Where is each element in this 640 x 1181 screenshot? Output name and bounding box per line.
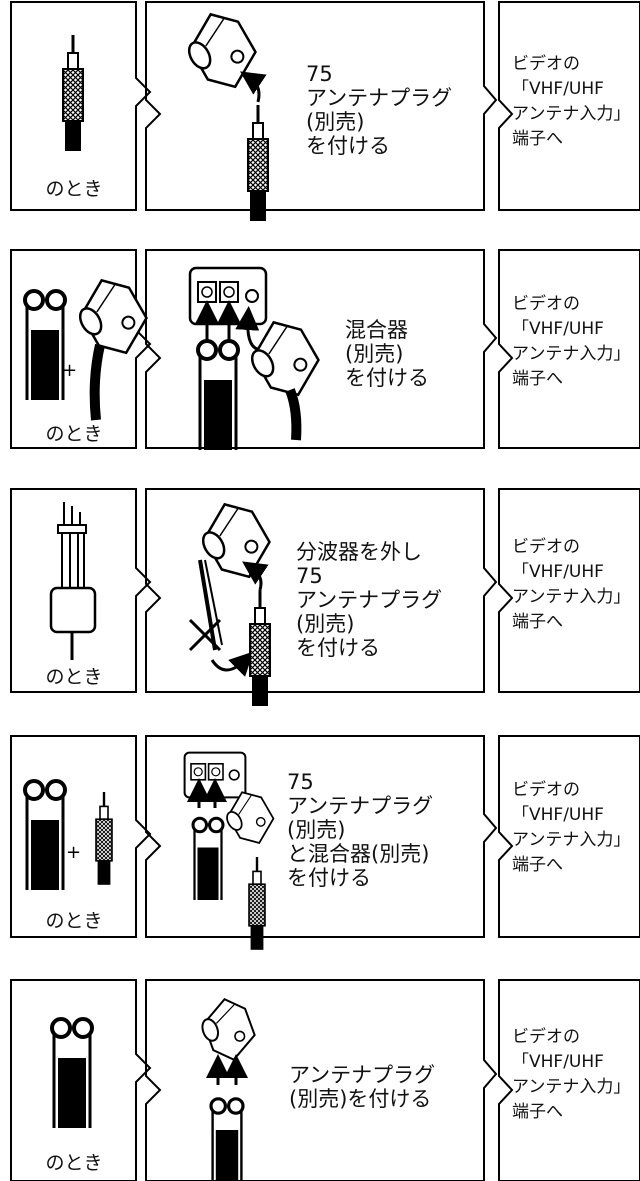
row-1-target-frame — [498, 1, 640, 211]
row-2-target-frame — [498, 249, 640, 449]
row-5-condition-frame — [10, 979, 152, 1181]
row-4-instruction-text: 75 アンテナプラグ (別売) と混合器(別売) を付ける — [287, 770, 434, 890]
svg-text:+: + — [66, 842, 81, 863]
row-2-frames — [10, 249, 640, 449]
row-4-frames — [10, 735, 640, 938]
row-4-condition-label: のとき — [45, 910, 103, 932]
row-4-target-text: ビデオの 「VHF/UHF アンテナ入力」 端子へ — [512, 780, 631, 875]
row-3-condition-frame — [10, 488, 152, 693]
row-1-condition-frame — [10, 1, 152, 211]
row-4-condition-frame — [10, 735, 152, 938]
row-1-target-text: ビデオの 「VHF/UHF アンテナ入力」 端子へ — [512, 54, 631, 149]
row-3-condition-label: のとき — [45, 666, 103, 688]
row-2-condition-frame — [10, 249, 152, 449]
row-2-feeder-and-coax-illustration: + — [23, 269, 158, 421]
row-5-target-frame — [498, 979, 640, 1181]
row-3-splitter-illustration — [49, 502, 97, 660]
row-3-target-text: ビデオの 「VHF/UHF アンテナ入力」 端子へ — [512, 537, 631, 632]
row-4-instruction-frame — [145, 735, 498, 938]
row-5-feeder-illustration — [50, 1017, 94, 1130]
row-3-instruction-frame — [145, 488, 498, 693]
row-1-plug-illustration — [175, 3, 270, 223]
svg-text:+: + — [62, 360, 77, 381]
row-5-instruction-frame — [145, 979, 498, 1181]
row-3-instruction-text: 分波器を外し 75 アンテナプラグ (別売) を付ける — [296, 540, 443, 660]
row-1-frames — [10, 1, 640, 211]
row-1-coax-cable-illustration — [61, 33, 85, 153]
row-3-remove-splitter-illustration — [188, 493, 281, 708]
row-5-target-text: ビデオの 「VHF/UHF アンテナ入力」 端子へ — [512, 1027, 631, 1122]
row-2-condition-label: のとき — [45, 423, 103, 445]
row-3-frames — [10, 488, 640, 693]
row-5-instruction-text: アンテナプラグ (別売)を付ける — [289, 1063, 436, 1111]
row-4-target-frame — [498, 735, 640, 938]
row-3-target-frame — [498, 488, 640, 693]
row-2-target-text: ビデオの 「VHF/UHF アンテナ入力」 端子へ — [512, 294, 631, 389]
row-2-instruction-text: 混合器 (別売) を付ける — [345, 318, 429, 390]
row-2-mixer-illustration — [188, 266, 330, 452]
row-4-feeder-and-coax-illustration: + — [23, 779, 114, 892]
row-5-condition-label: のとき — [45, 1152, 103, 1174]
row-1-condition-label: のとき — [45, 178, 103, 200]
row-5-frames — [10, 979, 640, 1181]
row-5-plug-illustration — [194, 992, 262, 1181]
row-4-mixer-and-plug-illustration — [183, 751, 282, 951]
row-1-instruction-frame — [145, 1, 498, 211]
row-1-instruction-text: 75 アンテナプラグ (別売) を付ける — [306, 62, 453, 158]
row-2-instruction-frame — [145, 249, 498, 449]
